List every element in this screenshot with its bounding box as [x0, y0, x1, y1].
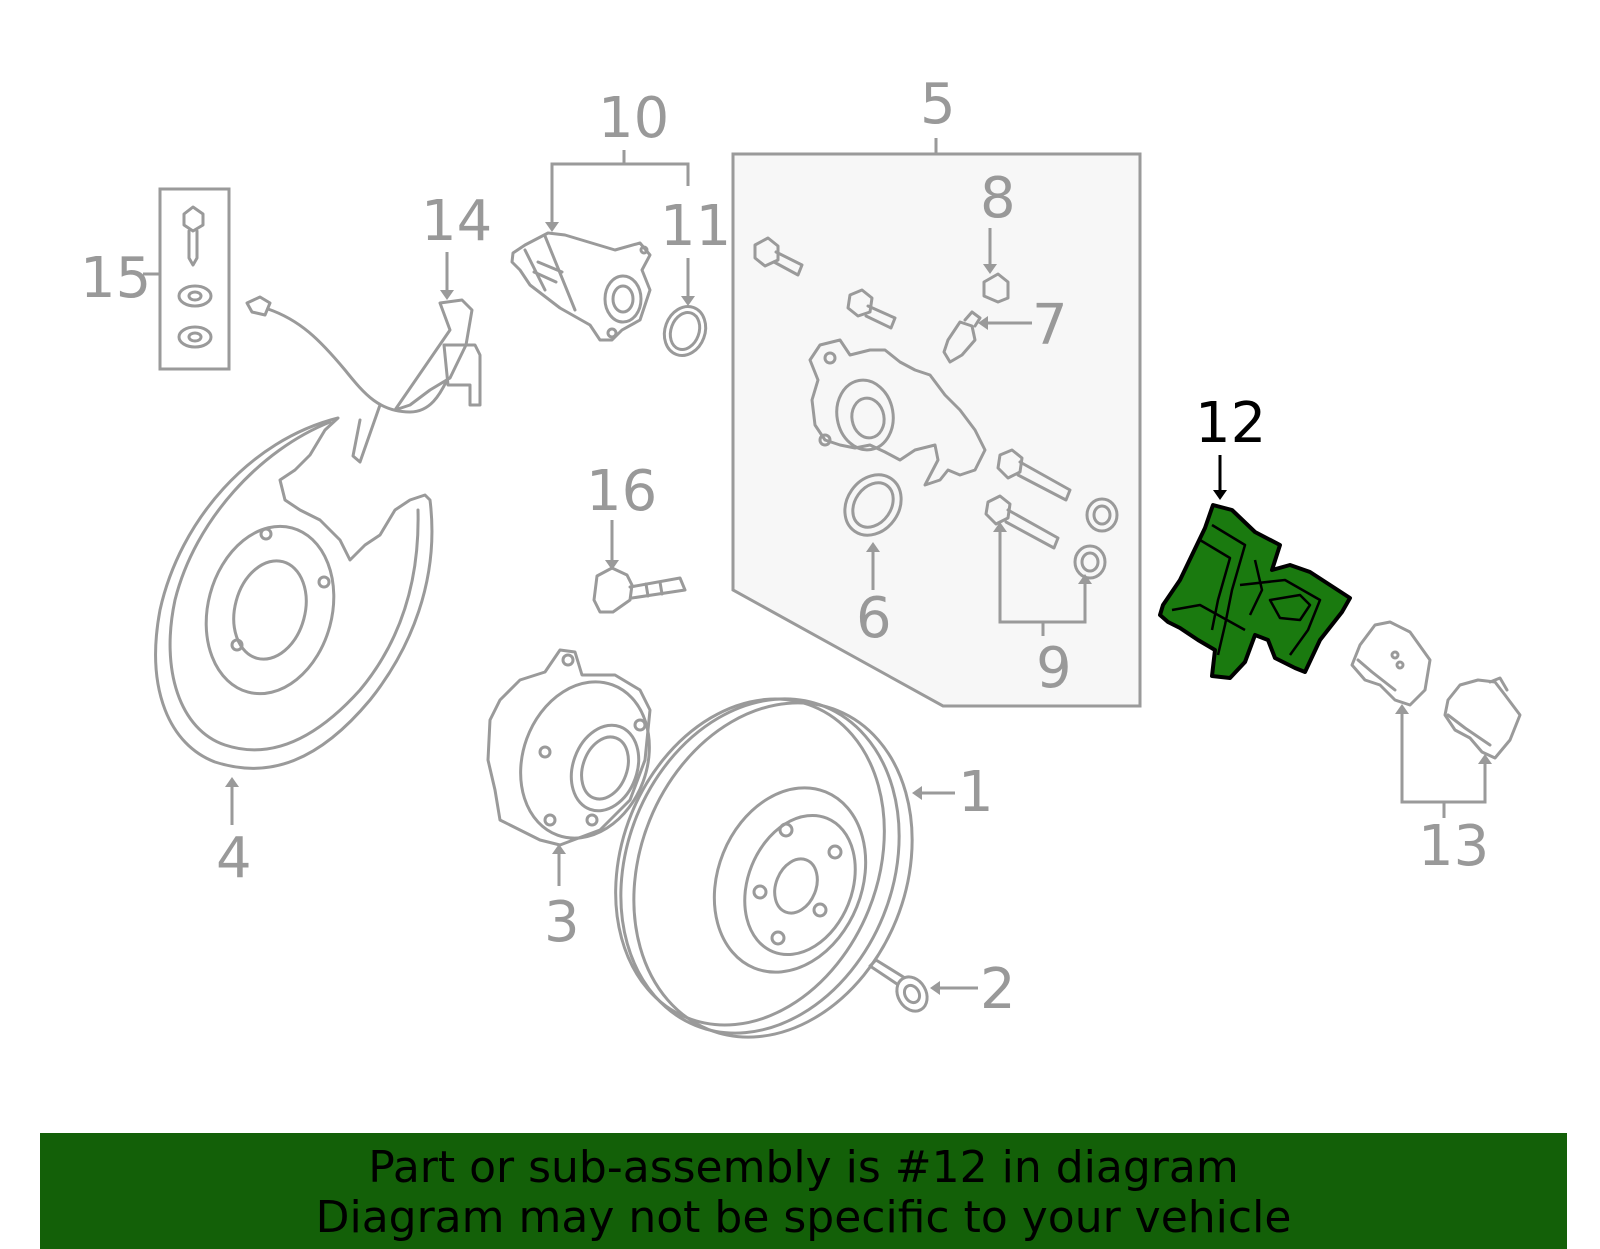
- part-13-brake-pads[interactable]: [1350, 620, 1522, 818]
- part-5-caliper-parts[interactable]: [753, 236, 1119, 580]
- callout-13: 13: [1418, 814, 1489, 879]
- part-12-caliper-bracket[interactable]: [1158, 455, 1352, 680]
- callout-10-11-bracket: [545, 150, 695, 306]
- part-4-dust-shield[interactable]: [154, 416, 434, 825]
- banner-line-part: Part or sub-assembly is #12 in diagram: [368, 1142, 1239, 1193]
- banner-line-disclaimer: Diagram may not be specific to your vehi…: [315, 1192, 1292, 1243]
- callout-5: 5: [920, 72, 956, 137]
- callout-15: 15: [80, 246, 151, 311]
- callout-10: 10: [598, 86, 669, 151]
- part-2-bolt[interactable]: [868, 958, 978, 1017]
- callout-7: 7: [1032, 293, 1068, 358]
- part-10-actuator[interactable]: [510, 231, 652, 342]
- callout-14-lead: [440, 252, 454, 300]
- callout-9: 9: [1036, 636, 1072, 701]
- callout-12-highlighted: 12: [1195, 391, 1266, 456]
- part-16-sensor[interactable]: [592, 520, 687, 614]
- callout-6: 6: [856, 586, 892, 651]
- callout-labels: 1 2 3 4 5 6 7 8 9 10 11 12 13 14 15 16: [80, 72, 1489, 1022]
- callout-3: 3: [544, 890, 580, 955]
- caliper-assembly-box: [731, 138, 1142, 708]
- part-1-brake-rotor[interactable]: [568, 657, 960, 1080]
- callout-11: 11: [660, 194, 731, 259]
- info-banner: Part or sub-assembly is #12 in diagram D…: [40, 1133, 1567, 1249]
- part-15-bolt-washers[interactable]: [143, 187, 231, 371]
- callout-4: 4: [216, 826, 252, 891]
- callout-16: 16: [586, 459, 657, 524]
- callout-8: 8: [980, 166, 1016, 231]
- callout-leads-box: [866, 228, 1092, 636]
- callout-2: 2: [980, 957, 1016, 1022]
- part-14-speed-sensor[interactable]: [245, 295, 482, 464]
- part-11-o-ring[interactable]: [658, 301, 713, 362]
- callout-1: 1: [958, 760, 994, 825]
- part-3-wheel-hub[interactable]: [486, 648, 671, 886]
- callout-14: 14: [421, 189, 492, 254]
